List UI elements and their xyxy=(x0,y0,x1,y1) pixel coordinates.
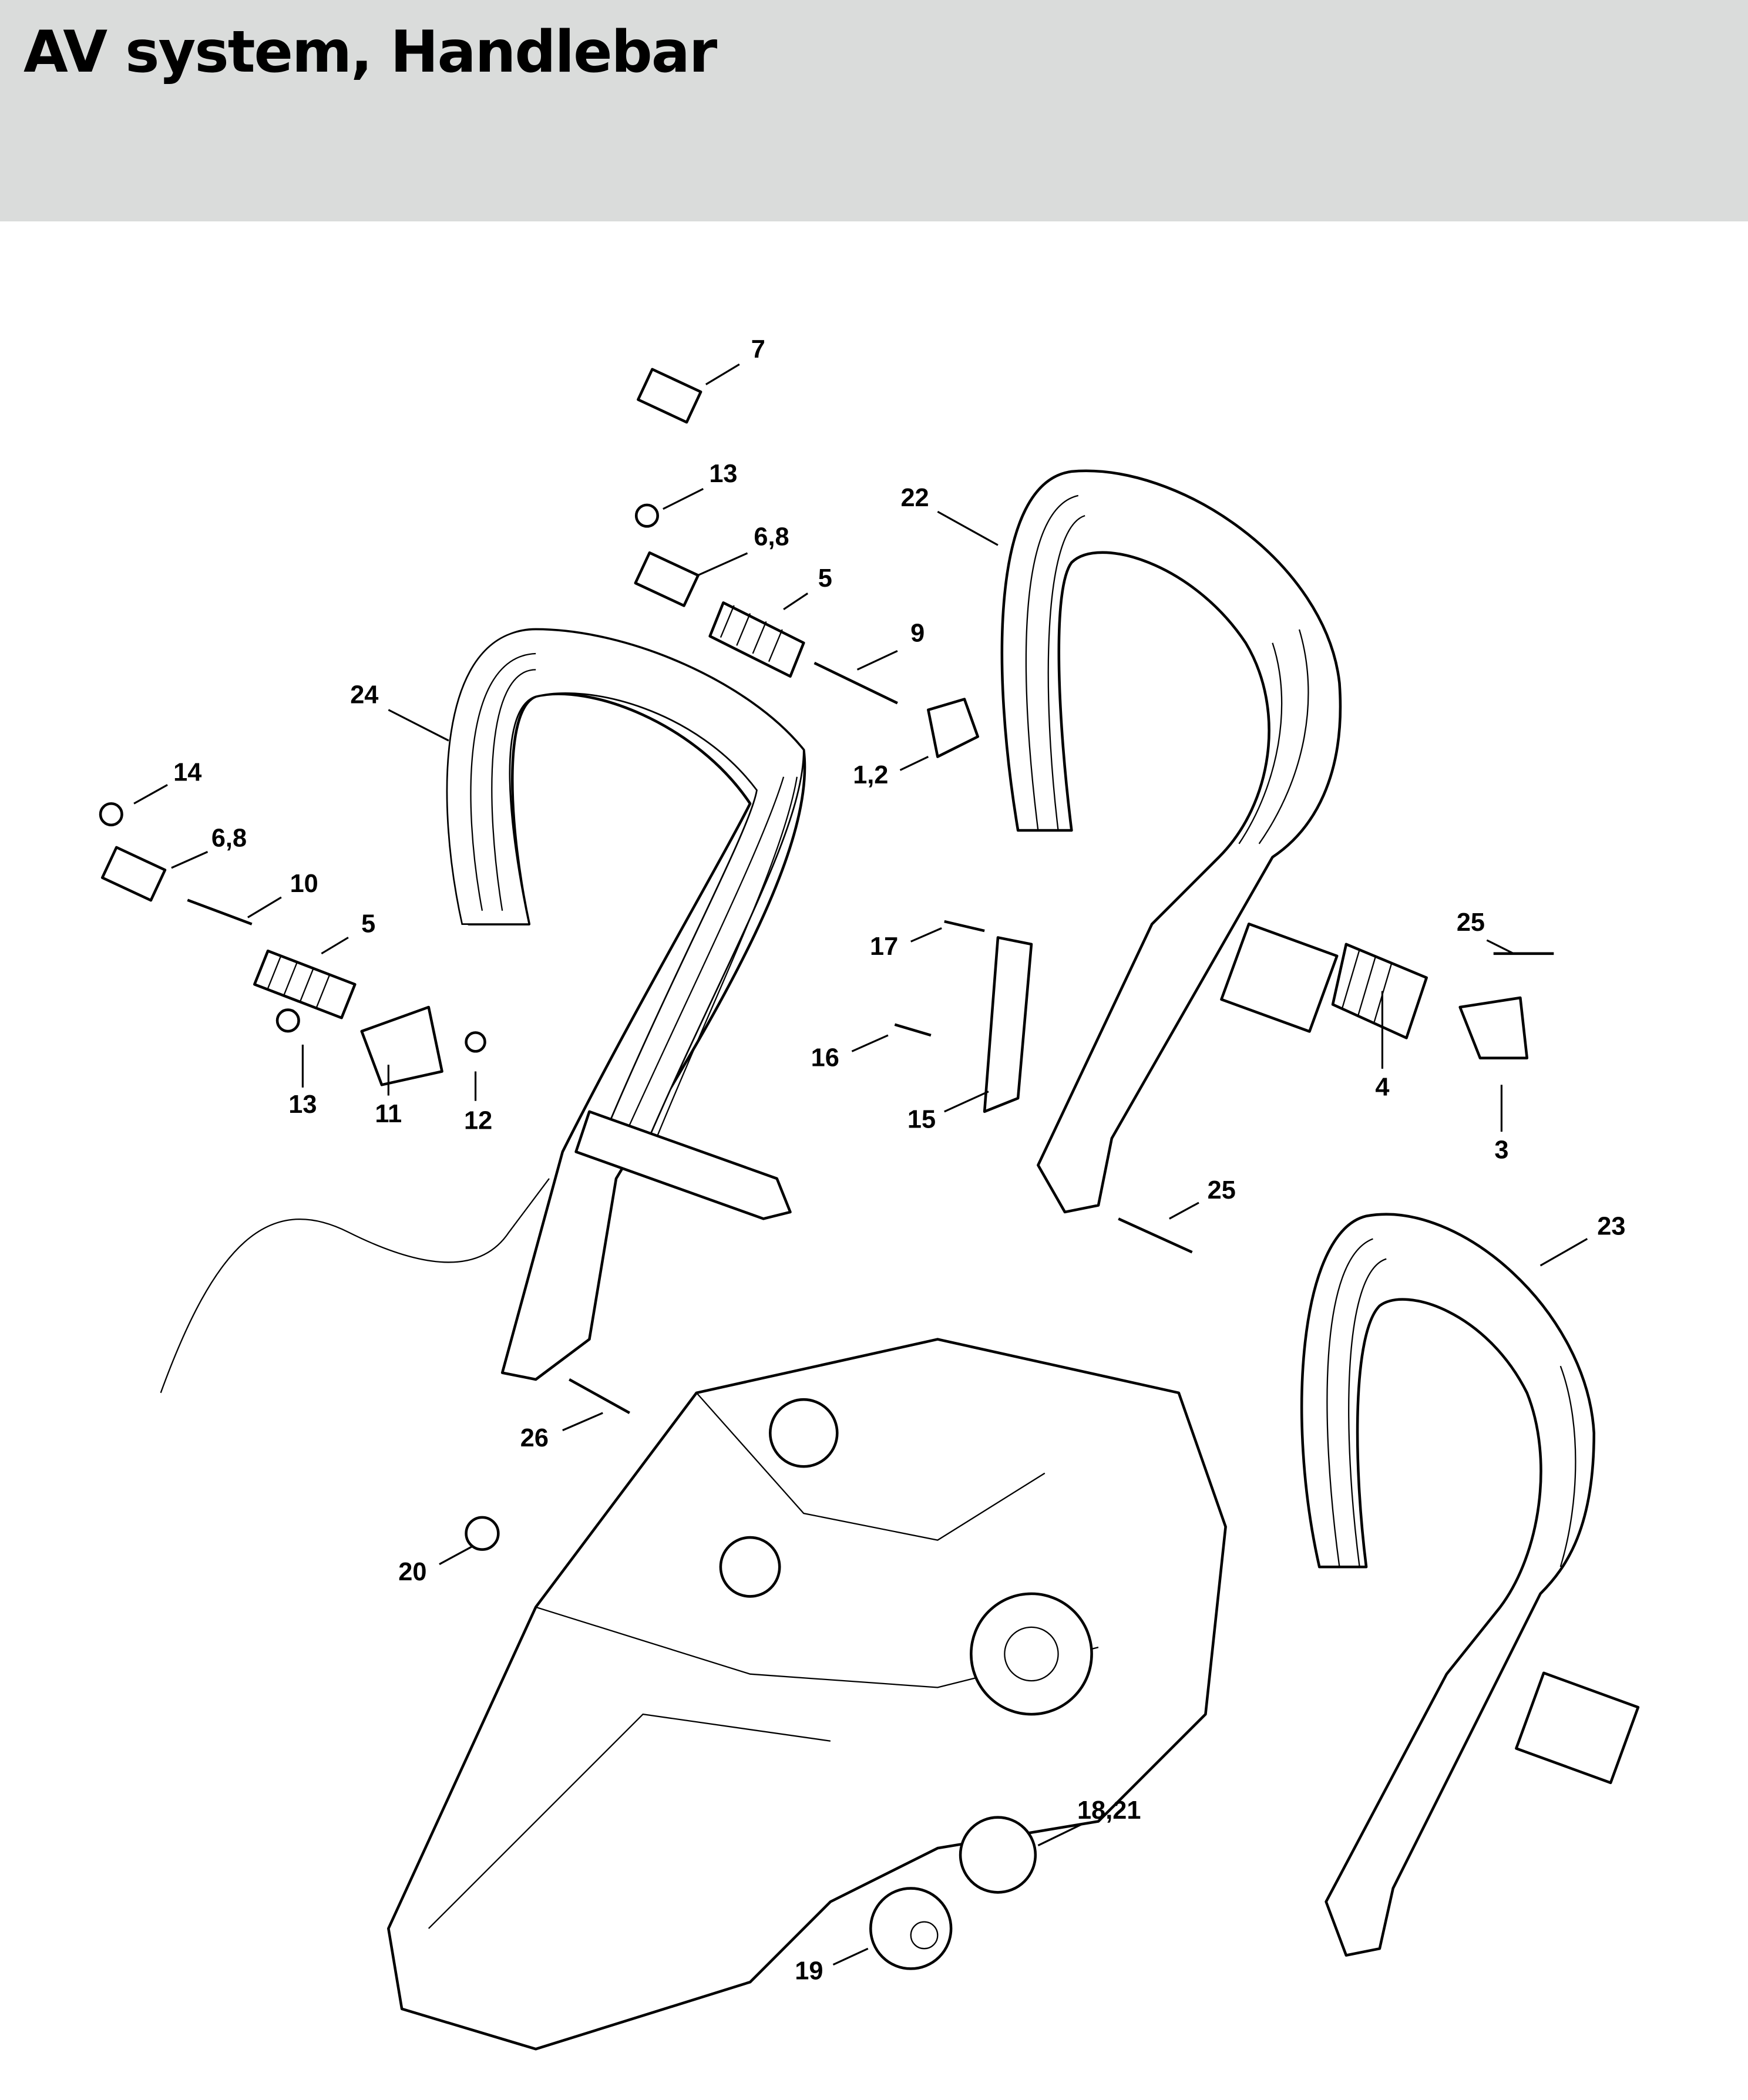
callout-24: 24 xyxy=(350,681,378,709)
chainsaw-housing xyxy=(387,1338,1227,2051)
callout-1-2: 1,2 xyxy=(853,761,888,789)
callout-20: 20 xyxy=(398,1558,426,1586)
small-parts xyxy=(99,368,1554,1970)
callout-13: 13 xyxy=(709,460,737,488)
callout-10: 10 xyxy=(290,870,318,898)
callout-19: 19 xyxy=(795,1957,823,1985)
callout-6-8: 6,8 xyxy=(211,824,247,852)
callout-6-8: 6,8 xyxy=(754,523,789,551)
callout-4: 4 xyxy=(1375,1073,1389,1102)
callout-12: 12 xyxy=(464,1107,492,1135)
callout-25: 25 xyxy=(1457,908,1485,937)
header-bar: AV system, Handlebar xyxy=(0,0,1748,221)
callout-16: 16 xyxy=(811,1044,839,1072)
callout-14: 14 xyxy=(173,759,201,787)
callout-26: 26 xyxy=(520,1424,549,1452)
callout-25: 25 xyxy=(1208,1176,1236,1204)
handlebar-24 xyxy=(160,628,806,1394)
callout-5: 5 xyxy=(818,564,832,593)
callout-23: 23 xyxy=(1597,1213,1625,1241)
callout-5: 5 xyxy=(361,910,375,938)
callout-9: 9 xyxy=(910,619,925,647)
callout-22: 22 xyxy=(900,484,929,512)
callout-17: 17 xyxy=(870,933,898,961)
callout-18-21: 18,21 xyxy=(1077,1796,1141,1825)
handlebar-22 xyxy=(1000,469,1342,1214)
callout-3: 3 xyxy=(1494,1136,1508,1165)
callout-7: 7 xyxy=(751,335,765,364)
callout-15: 15 xyxy=(907,1105,936,1133)
callout-13: 13 xyxy=(288,1091,317,1119)
handlebar-23 xyxy=(1300,1213,1640,1957)
callout-lines xyxy=(133,364,1588,1966)
callout-11: 11 xyxy=(375,1100,402,1128)
callout-labels: 7 13 6,8 5 22 9 24 1,2 14 6,8 10 5 25 17… xyxy=(173,335,1625,1985)
page-title: AV system, Handlebar xyxy=(23,19,717,86)
